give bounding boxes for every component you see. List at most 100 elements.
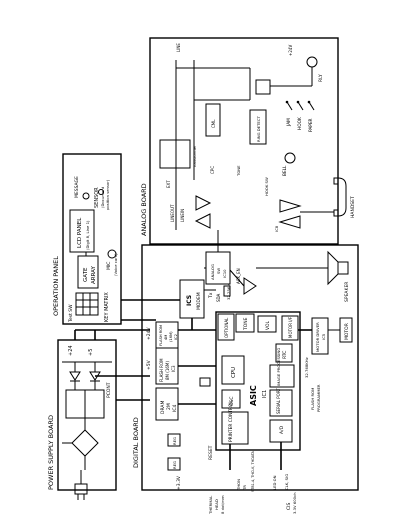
cis-label-1: CIS bbox=[286, 503, 292, 510]
analog-sw-label-2: SW bbox=[216, 268, 221, 274]
motor-driver-block bbox=[311, 317, 329, 355]
interconnects bbox=[75, 267, 216, 401]
hook-sw-label: HOOK SW bbox=[264, 177, 269, 196]
motor-label: MOTOR bbox=[344, 323, 350, 340]
v33-label: +3.3V bbox=[176, 475, 182, 490]
led-on-label: LED ON bbox=[272, 475, 277, 490]
osc-block bbox=[221, 389, 241, 409]
v24-label: +24V bbox=[146, 327, 152, 340]
analog-board: ANALOG BOARD LINE RLY +24V JAM HOOK PAPE… bbox=[140, 37, 339, 295]
psu-v5-label: +5 bbox=[88, 349, 94, 356]
ring-detect-label: RING DETECT bbox=[256, 116, 261, 142]
lcd-panel bbox=[69, 209, 95, 253]
clk-sig-label: CLK, SIG bbox=[284, 474, 289, 490]
head-label-2: HEAD bbox=[214, 499, 219, 510]
key-matrix-label: KEY MATRIX bbox=[104, 292, 110, 322]
power-supply-board: POWER SUPPLY BOARD +24 +5 bbox=[47, 330, 117, 500]
speaker-icon bbox=[256, 250, 349, 286]
operation-panel-label: OPERATION PANEL bbox=[52, 256, 60, 316]
paper-label: PAPER bbox=[308, 118, 314, 132]
reset-label: RESET bbox=[208, 445, 214, 460]
ring-detect-block bbox=[249, 109, 267, 145]
programmer-label-1: FLASH ROM bbox=[310, 388, 315, 410]
key-matrix-grid bbox=[75, 292, 99, 316]
cml-label: CML bbox=[211, 119, 216, 128]
v5-label: +5V bbox=[146, 359, 152, 370]
tx-label: Tx bbox=[208, 292, 214, 299]
tone-gen-label: TONE bbox=[236, 165, 241, 177]
ext-label: EXT bbox=[166, 180, 171, 188]
lamp-icon bbox=[82, 192, 90, 200]
linein-label: LINEIN bbox=[180, 209, 185, 222]
digital-board-border bbox=[141, 244, 359, 491]
analog-board-border bbox=[149, 37, 339, 245]
flash8-label-1: FLASH ROM bbox=[159, 358, 164, 382]
psu-v24-label: +24 bbox=[68, 345, 74, 356]
transformer-label: Transformer bbox=[192, 145, 197, 169]
mic-label-1: MIC bbox=[106, 262, 112, 270]
rom-label-2: 4M bbox=[164, 335, 168, 340]
dram-label-3: IC4 bbox=[172, 405, 178, 412]
motor-driver-label-1: MOTOR DRIVER bbox=[315, 322, 320, 352]
bell-icon bbox=[284, 152, 296, 164]
message-lamp bbox=[82, 192, 90, 200]
head-label-1: THERMAL bbox=[208, 495, 213, 515]
test-sw-label: Test SW bbox=[68, 304, 74, 323]
psu-diode-1 bbox=[69, 371, 81, 381]
thon-label: THON bbox=[236, 479, 241, 491]
handset-amp-1 bbox=[279, 199, 302, 213]
dram-label-1: DRAM bbox=[160, 401, 166, 414]
analog-vcc-label: +24V bbox=[288, 45, 293, 56]
tone-label: TONE bbox=[243, 317, 249, 331]
image-processing-label: IMAGE PROCESSING bbox=[276, 348, 281, 386]
lcd-label-1: LCD PANEL bbox=[77, 217, 83, 248]
optional-label: OPTIONAL bbox=[224, 317, 229, 338]
motor-driver-label-2: IC5 bbox=[321, 333, 326, 340]
motor-if-label: MOTOR I/F bbox=[288, 316, 293, 338]
sensor-note-2: position sensor) bbox=[105, 179, 110, 210]
rom-label-3: (16M) bbox=[169, 331, 173, 342]
flash8-label-3: IC3 bbox=[171, 365, 176, 372]
crystal-icon bbox=[223, 285, 231, 297]
mic-icon bbox=[107, 249, 117, 259]
vol-label: VOL bbox=[265, 320, 271, 330]
digital-board-label: DIGITAL BOARD bbox=[132, 417, 140, 468]
dram-label-2: 2M bbox=[166, 403, 172, 410]
motor-if-block bbox=[281, 315, 299, 341]
analog-sw-label-1: ANALOG bbox=[210, 264, 215, 280]
hook-sw-lever bbox=[297, 101, 304, 111]
asic-block bbox=[215, 311, 301, 451]
bell-label: BELL bbox=[282, 165, 288, 176]
cml-block bbox=[205, 103, 221, 137]
spk-amp bbox=[243, 277, 257, 295]
rtc-block bbox=[275, 343, 293, 363]
reg-1 bbox=[167, 433, 181, 447]
reset-gate bbox=[199, 377, 211, 387]
speaker-label: SPEAKER bbox=[344, 282, 350, 302]
handset-icon bbox=[300, 177, 347, 217]
mic-label-2: (Voice card) bbox=[113, 253, 118, 276]
lineout-amp bbox=[195, 195, 212, 211]
flash8-label-2: 8M (16M) bbox=[165, 361, 170, 380]
cis-label-2: 3.3V 600ch bbox=[292, 492, 297, 514]
reg-1-label: REG bbox=[172, 437, 177, 445]
programmer-label-2: PROGRAMMER bbox=[316, 384, 321, 412]
cpu-block bbox=[221, 355, 245, 385]
ad-label: A/D bbox=[279, 425, 285, 434]
ics-modem-block bbox=[179, 279, 205, 319]
rom-label-1: FLASH ROM bbox=[159, 325, 163, 346]
paper-sw-lever bbox=[308, 101, 315, 111]
cpc-label: CPC bbox=[210, 166, 215, 174]
linein-amp bbox=[194, 213, 211, 229]
analog-sw-block bbox=[205, 251, 231, 285]
relay-label: RLY bbox=[318, 74, 324, 82]
handset-label: HANDSET bbox=[350, 196, 356, 218]
jam-label: JAM bbox=[286, 118, 292, 127]
hook-label: HOOK bbox=[297, 117, 303, 130]
osc2-label: 32.768KHz bbox=[304, 357, 309, 378]
analog-sw-label-3: IC10 bbox=[222, 269, 227, 278]
osc-freq-label: 32.256MHz bbox=[226, 279, 231, 300]
serial-port-block bbox=[269, 389, 293, 417]
